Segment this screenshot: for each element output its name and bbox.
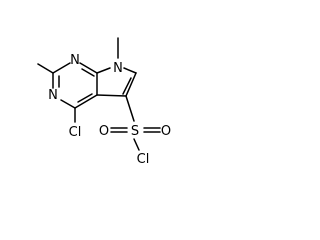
bond-c5-s bbox=[125, 95, 135, 122]
atom-n3: N bbox=[48, 88, 58, 103]
atom-n1: N bbox=[70, 53, 80, 68]
bond-c4-c4a-inner bbox=[77, 93, 93, 103]
atom-o-right: O bbox=[161, 124, 171, 139]
bond-c4-c4a bbox=[74, 94, 98, 109]
atom-label-layer: N N N Cl S O O Cl bbox=[48, 53, 171, 167]
atom-cl-sulfonyl: Cl bbox=[137, 152, 150, 167]
atom-cl-4: Cl bbox=[69, 125, 82, 140]
atom-s: S bbox=[131, 124, 139, 139]
bond-c7a-n7 bbox=[96, 67, 111, 74]
bond-c2-methyl bbox=[37, 63, 54, 74]
bond-n1-c2 bbox=[52, 62, 71, 74]
bond-n1-c7a-inner bbox=[81, 68, 95, 77]
bond-n3-c4 bbox=[60, 99, 76, 109]
bond-n7-c6 bbox=[123, 67, 137, 74]
atom-o-left: O bbox=[99, 124, 109, 139]
atom-n7: N bbox=[113, 61, 123, 76]
bond-c6-c5 bbox=[125, 72, 137, 97]
chemical-structure: N N N Cl S O O Cl bbox=[37, 37, 171, 167]
bond-c6-c5-inner bbox=[122, 77, 132, 95]
bond-c5-c4a bbox=[96, 94, 127, 97]
bond-s-cl bbox=[133, 138, 140, 151]
bond-n1-c7a bbox=[79, 62, 98, 74]
bond-layer bbox=[37, 37, 161, 151]
